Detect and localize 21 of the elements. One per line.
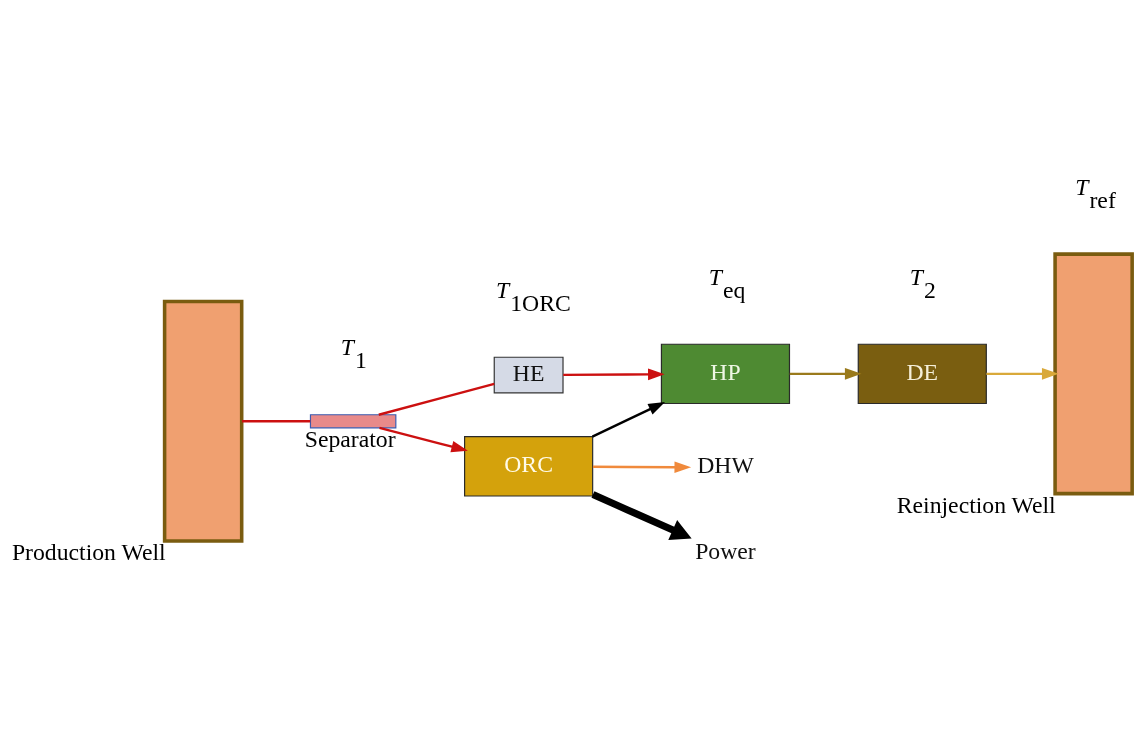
node-label: Reinjection Well bbox=[896, 491, 1056, 518]
connector bbox=[241, 419, 311, 422]
node-box: ORC bbox=[464, 435, 594, 497]
arrow bbox=[591, 401, 666, 438]
node-box: DE bbox=[857, 343, 987, 404]
arrow bbox=[379, 426, 468, 452]
node-box: HE bbox=[493, 356, 564, 393]
arrow bbox=[563, 368, 665, 380]
node-text: Power bbox=[695, 537, 756, 564]
arrow bbox=[986, 367, 1059, 380]
arrow bbox=[591, 490, 692, 540]
node-box: HP bbox=[660, 343, 791, 404]
node-box bbox=[309, 413, 397, 428]
node-text: DHW bbox=[697, 451, 754, 478]
node-bar bbox=[1053, 251, 1134, 495]
connector bbox=[378, 382, 495, 416]
node-bar bbox=[162, 299, 244, 543]
arrow bbox=[789, 367, 862, 380]
arrow bbox=[592, 460, 692, 473]
node-label: Separator bbox=[304, 425, 396, 452]
node-label: Production Well bbox=[11, 538, 166, 565]
